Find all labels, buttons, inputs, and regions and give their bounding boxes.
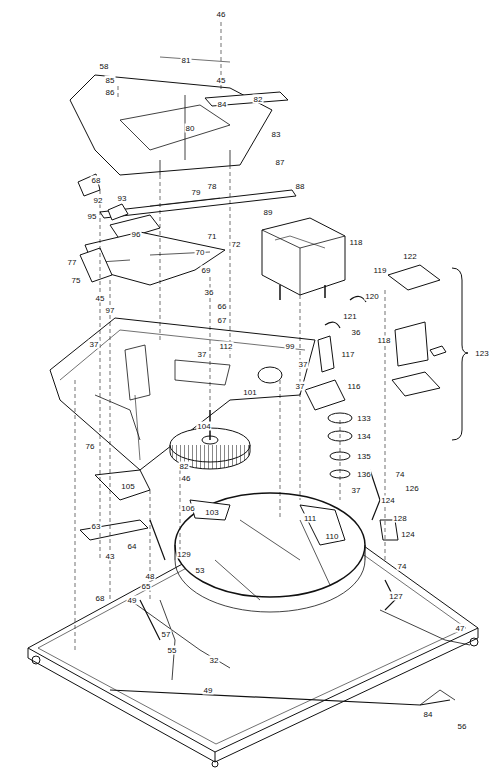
callout-number: 101 — [242, 388, 257, 397]
callout-number: 74 — [397, 562, 408, 571]
callout-number: 83 — [271, 130, 282, 139]
callout-number: 56 — [457, 722, 468, 731]
callout-number: 118 — [349, 238, 364, 247]
callout-number: 47 — [455, 624, 466, 633]
callout-number: 57 — [161, 630, 172, 639]
callout-number: 68 — [91, 176, 102, 185]
callout-number: 48 — [145, 572, 156, 581]
callout-number: 64 — [127, 542, 138, 551]
motor — [262, 218, 345, 300]
callout-number: 37 — [295, 382, 306, 391]
callout-number: 37 — [351, 486, 362, 495]
callout-number: 122 — [402, 252, 417, 261]
callout-number: 134 — [356, 432, 371, 441]
callout-number: 127 — [388, 592, 403, 601]
callout-number: 87 — [275, 158, 286, 167]
callout-number: 128 — [392, 514, 407, 523]
callout-number: 49 — [127, 596, 138, 605]
lever-plate — [80, 232, 225, 285]
callout-number: 55 — [167, 646, 178, 655]
callout-number: 78 — [207, 182, 218, 191]
callout-number: 37 — [197, 350, 208, 359]
callout-number: 79 — [191, 188, 202, 197]
callout-number: 77 — [67, 258, 78, 267]
callout-number: 46 — [181, 474, 192, 483]
cam-plate — [70, 57, 288, 175]
callout-number: 121 — [342, 312, 357, 321]
callout-number: 53 — [195, 566, 206, 575]
callout-number: 95 — [87, 212, 98, 221]
base-plate — [28, 493, 478, 767]
callout-number: 75 — [71, 276, 82, 285]
gear — [170, 410, 250, 469]
callout-number: 66 — [217, 302, 228, 311]
callout-number: 112 — [219, 342, 234, 351]
callout-number: 67 — [217, 316, 228, 325]
callout-number: 80 — [185, 124, 196, 133]
callout-number: 43 — [105, 552, 116, 561]
callout-number: 92 — [93, 196, 104, 205]
callout-number: 116 — [347, 382, 362, 391]
callout-number: 119 — [373, 266, 388, 275]
callout-number: 135 — [356, 452, 371, 461]
callout-number: 86 — [105, 88, 116, 97]
callout-number: 70 — [195, 248, 206, 257]
callout-number: 110 — [325, 532, 340, 541]
callout-number: 36 — [351, 328, 362, 337]
callout-number: 82 — [179, 462, 190, 471]
callout-number: 123 — [474, 349, 489, 358]
callout-number: 105 — [120, 482, 135, 491]
callout-number: 81 — [181, 56, 192, 65]
callout-number: 37 — [298, 360, 309, 369]
callout-number: 71 — [207, 232, 218, 241]
callout-number: 82 — [253, 95, 264, 104]
callout-number: 97 — [105, 306, 116, 315]
callout-number: 136 — [356, 470, 371, 479]
callout-number: 118 — [377, 336, 392, 345]
callout-number: 69 — [201, 266, 212, 275]
callout-number: 93 — [117, 194, 128, 203]
callout-number: 129 — [176, 550, 191, 559]
callout-number: 45 — [216, 76, 227, 85]
callout-number: 65 — [141, 582, 152, 591]
callout-number: 63 — [91, 522, 102, 531]
callout-number: 124 — [400, 530, 415, 539]
callout-number: 32 — [209, 656, 220, 665]
callout-number: 96 — [131, 230, 142, 239]
assembly-lines — [75, 22, 385, 650]
callout-number: 89 — [263, 208, 274, 217]
callout-number: 120 — [364, 292, 379, 301]
callout-number: 124 — [380, 496, 395, 505]
callout-number: 84 — [217, 100, 228, 109]
callout-number: 68 — [95, 594, 106, 603]
callout-number: 85 — [105, 76, 116, 85]
callout-number: 45 — [95, 294, 106, 303]
callout-number: 117 — [341, 350, 356, 359]
callout-number: 49 — [203, 686, 214, 695]
callout-number: 104 — [196, 422, 211, 431]
callout-number: 76 — [85, 442, 96, 451]
callout-number: 111 — [303, 514, 317, 523]
callout-number: 133 — [356, 414, 371, 423]
callout-number: 36 — [204, 288, 215, 297]
callout-number: 103 — [204, 508, 219, 517]
callout-number: 88 — [295, 182, 306, 191]
switch-assembly — [305, 265, 468, 440]
callout-number: 99 — [285, 342, 296, 351]
chassis-plate — [50, 318, 315, 470]
callout-number: 84 — [423, 710, 434, 719]
callout-number: 106 — [180, 504, 195, 513]
callout-number: 46 — [216, 10, 227, 19]
callout-number: 72 — [231, 240, 242, 249]
levers — [80, 470, 398, 640]
callout-number: 37 — [89, 340, 100, 349]
callout-number: 126 — [404, 484, 419, 493]
callout-number: 58 — [99, 62, 110, 71]
callout-number: 74 — [395, 470, 406, 479]
